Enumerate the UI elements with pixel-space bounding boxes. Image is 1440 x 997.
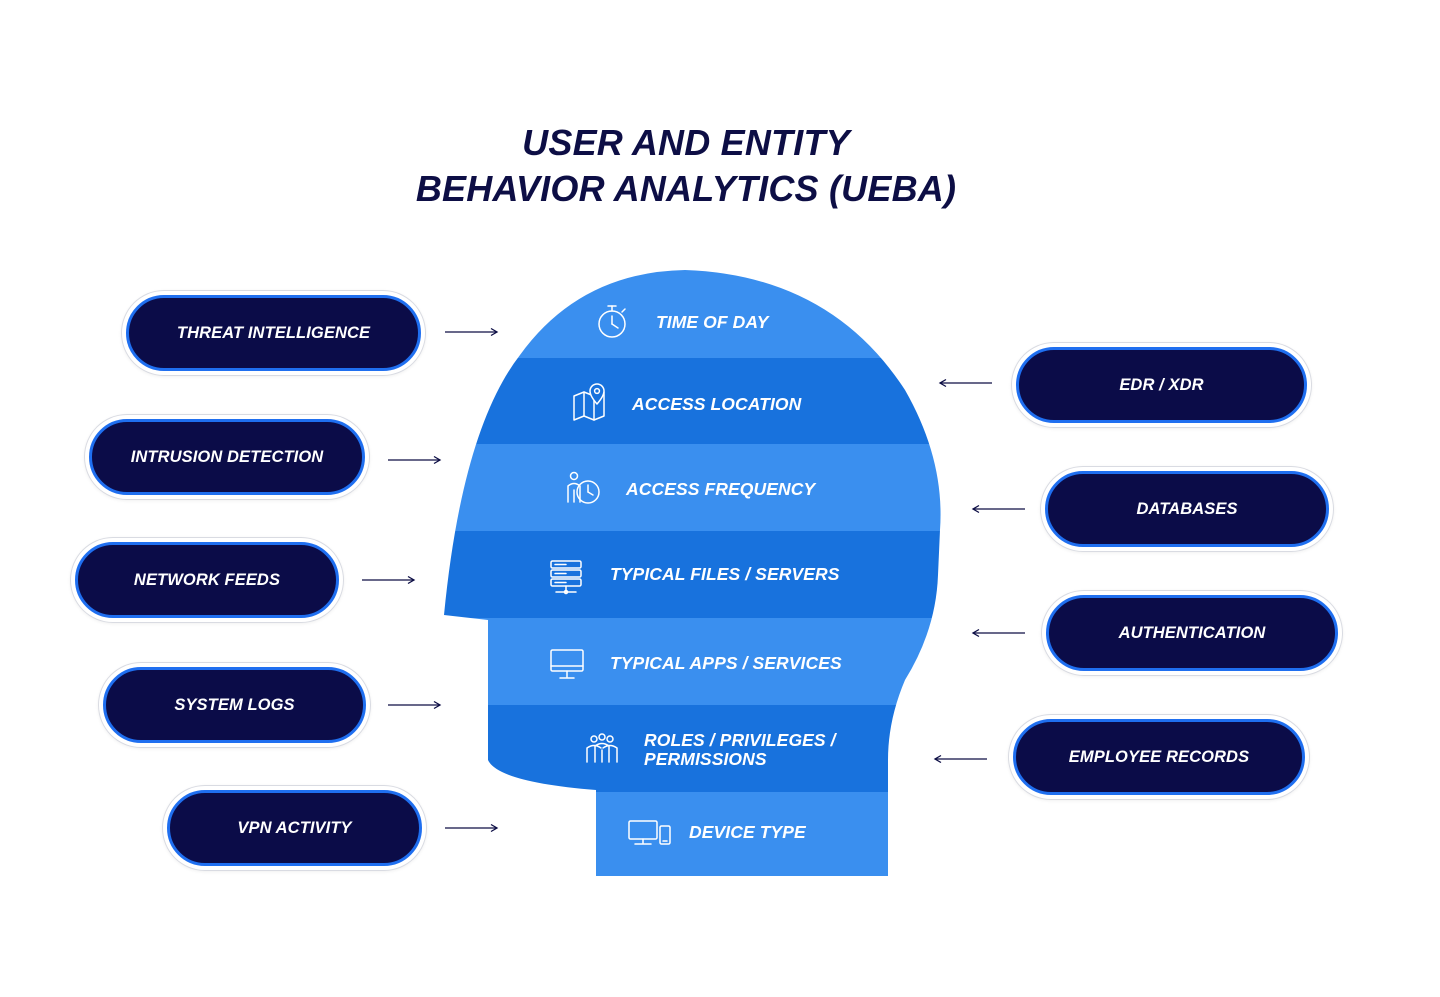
source-label-intrusion-detection: INTRUSION DETECTION	[89, 419, 365, 495]
monitor-icon	[550, 649, 584, 679]
band-time-of-day	[444, 270, 941, 358]
team-icon	[586, 733, 618, 763]
source-edr-xdr: EDR / XDR	[1011, 342, 1312, 428]
arrow-authentication	[971, 628, 1025, 638]
source-label-system-logs: SYSTEM LOGS	[103, 667, 366, 743]
band-label-typical-files: TYPICAL FILES / SERVERS	[610, 564, 840, 584]
source-authentication: AUTHENTICATION	[1041, 590, 1343, 676]
arrow-employee-records	[933, 754, 987, 764]
arrow-network-feeds	[362, 575, 416, 585]
map-pin-icon	[573, 383, 605, 421]
arrow-system-logs	[388, 700, 442, 710]
band-label-roles: ROLES / PRIVILEGES / PERMISSIONS	[644, 731, 836, 769]
band-roles	[444, 705, 941, 792]
band-typical-apps	[444, 618, 941, 705]
title-line-2: BEHAVIOR ANALYTICS (UEBA)	[415, 168, 957, 209]
band-label-access-location: ACCESS LOCATION	[632, 394, 802, 414]
devices-icon	[628, 820, 671, 845]
source-threat-intelligence: THREAT INTELLIGENCE	[121, 290, 426, 376]
title-line-1: USER AND ENTITY	[522, 122, 850, 163]
band-access-frequency	[444, 444, 941, 531]
arrow-edr-xdr	[938, 378, 992, 388]
source-label-authentication: AUTHENTICATION	[1046, 595, 1338, 671]
band-typical-files	[444, 531, 941, 618]
source-label-edr-xdr: EDR / XDR	[1016, 347, 1307, 423]
source-label-employee-records: EMPLOYEE RECORDS	[1013, 719, 1305, 795]
stopwatch-icon	[598, 305, 626, 338]
source-system-logs: SYSTEM LOGS	[98, 662, 371, 748]
source-vpn-activity: VPN ACTIVITY	[162, 785, 427, 871]
band-label-device-type: DEVICE TYPE	[689, 822, 806, 842]
source-network-feeds: NETWORK FEEDS	[70, 537, 344, 623]
server-icon	[550, 560, 582, 595]
arrow-intrusion-detection	[388, 455, 442, 465]
band-label-typical-apps: TYPICAL APPS / SERVICES	[610, 653, 842, 673]
arrow-threat-intelligence	[445, 327, 499, 337]
band-label-access-frequency: ACCESS FREQUENCY	[626, 479, 816, 499]
source-label-network-feeds: NETWORK FEEDS	[75, 542, 339, 618]
arrow-databases	[971, 504, 1025, 514]
band-access-location	[444, 358, 941, 444]
source-label-threat-intelligence: THREAT INTELLIGENCE	[126, 295, 421, 371]
band-label-roles-line-2: PERMISSIONS	[644, 749, 767, 769]
band-label-roles-line-1: ROLES / PRIVILEGES /	[644, 730, 836, 750]
source-intrusion-detection: INTRUSION DETECTION	[84, 414, 370, 500]
source-label-vpn-activity: VPN ACTIVITY	[167, 790, 422, 866]
diagram-title: USER AND ENTITY BEHAVIOR ANALYTICS (UEBA…	[0, 120, 1372, 212]
band-label-time-of-day: TIME OF DAY	[656, 312, 769, 332]
person-clock-icon	[567, 471, 600, 504]
source-employee-records: EMPLOYEE RECORDS	[1008, 714, 1310, 800]
source-label-databases: DATABASES	[1045, 471, 1329, 547]
source-databases: DATABASES	[1040, 466, 1334, 552]
arrow-vpn-activity	[445, 823, 499, 833]
